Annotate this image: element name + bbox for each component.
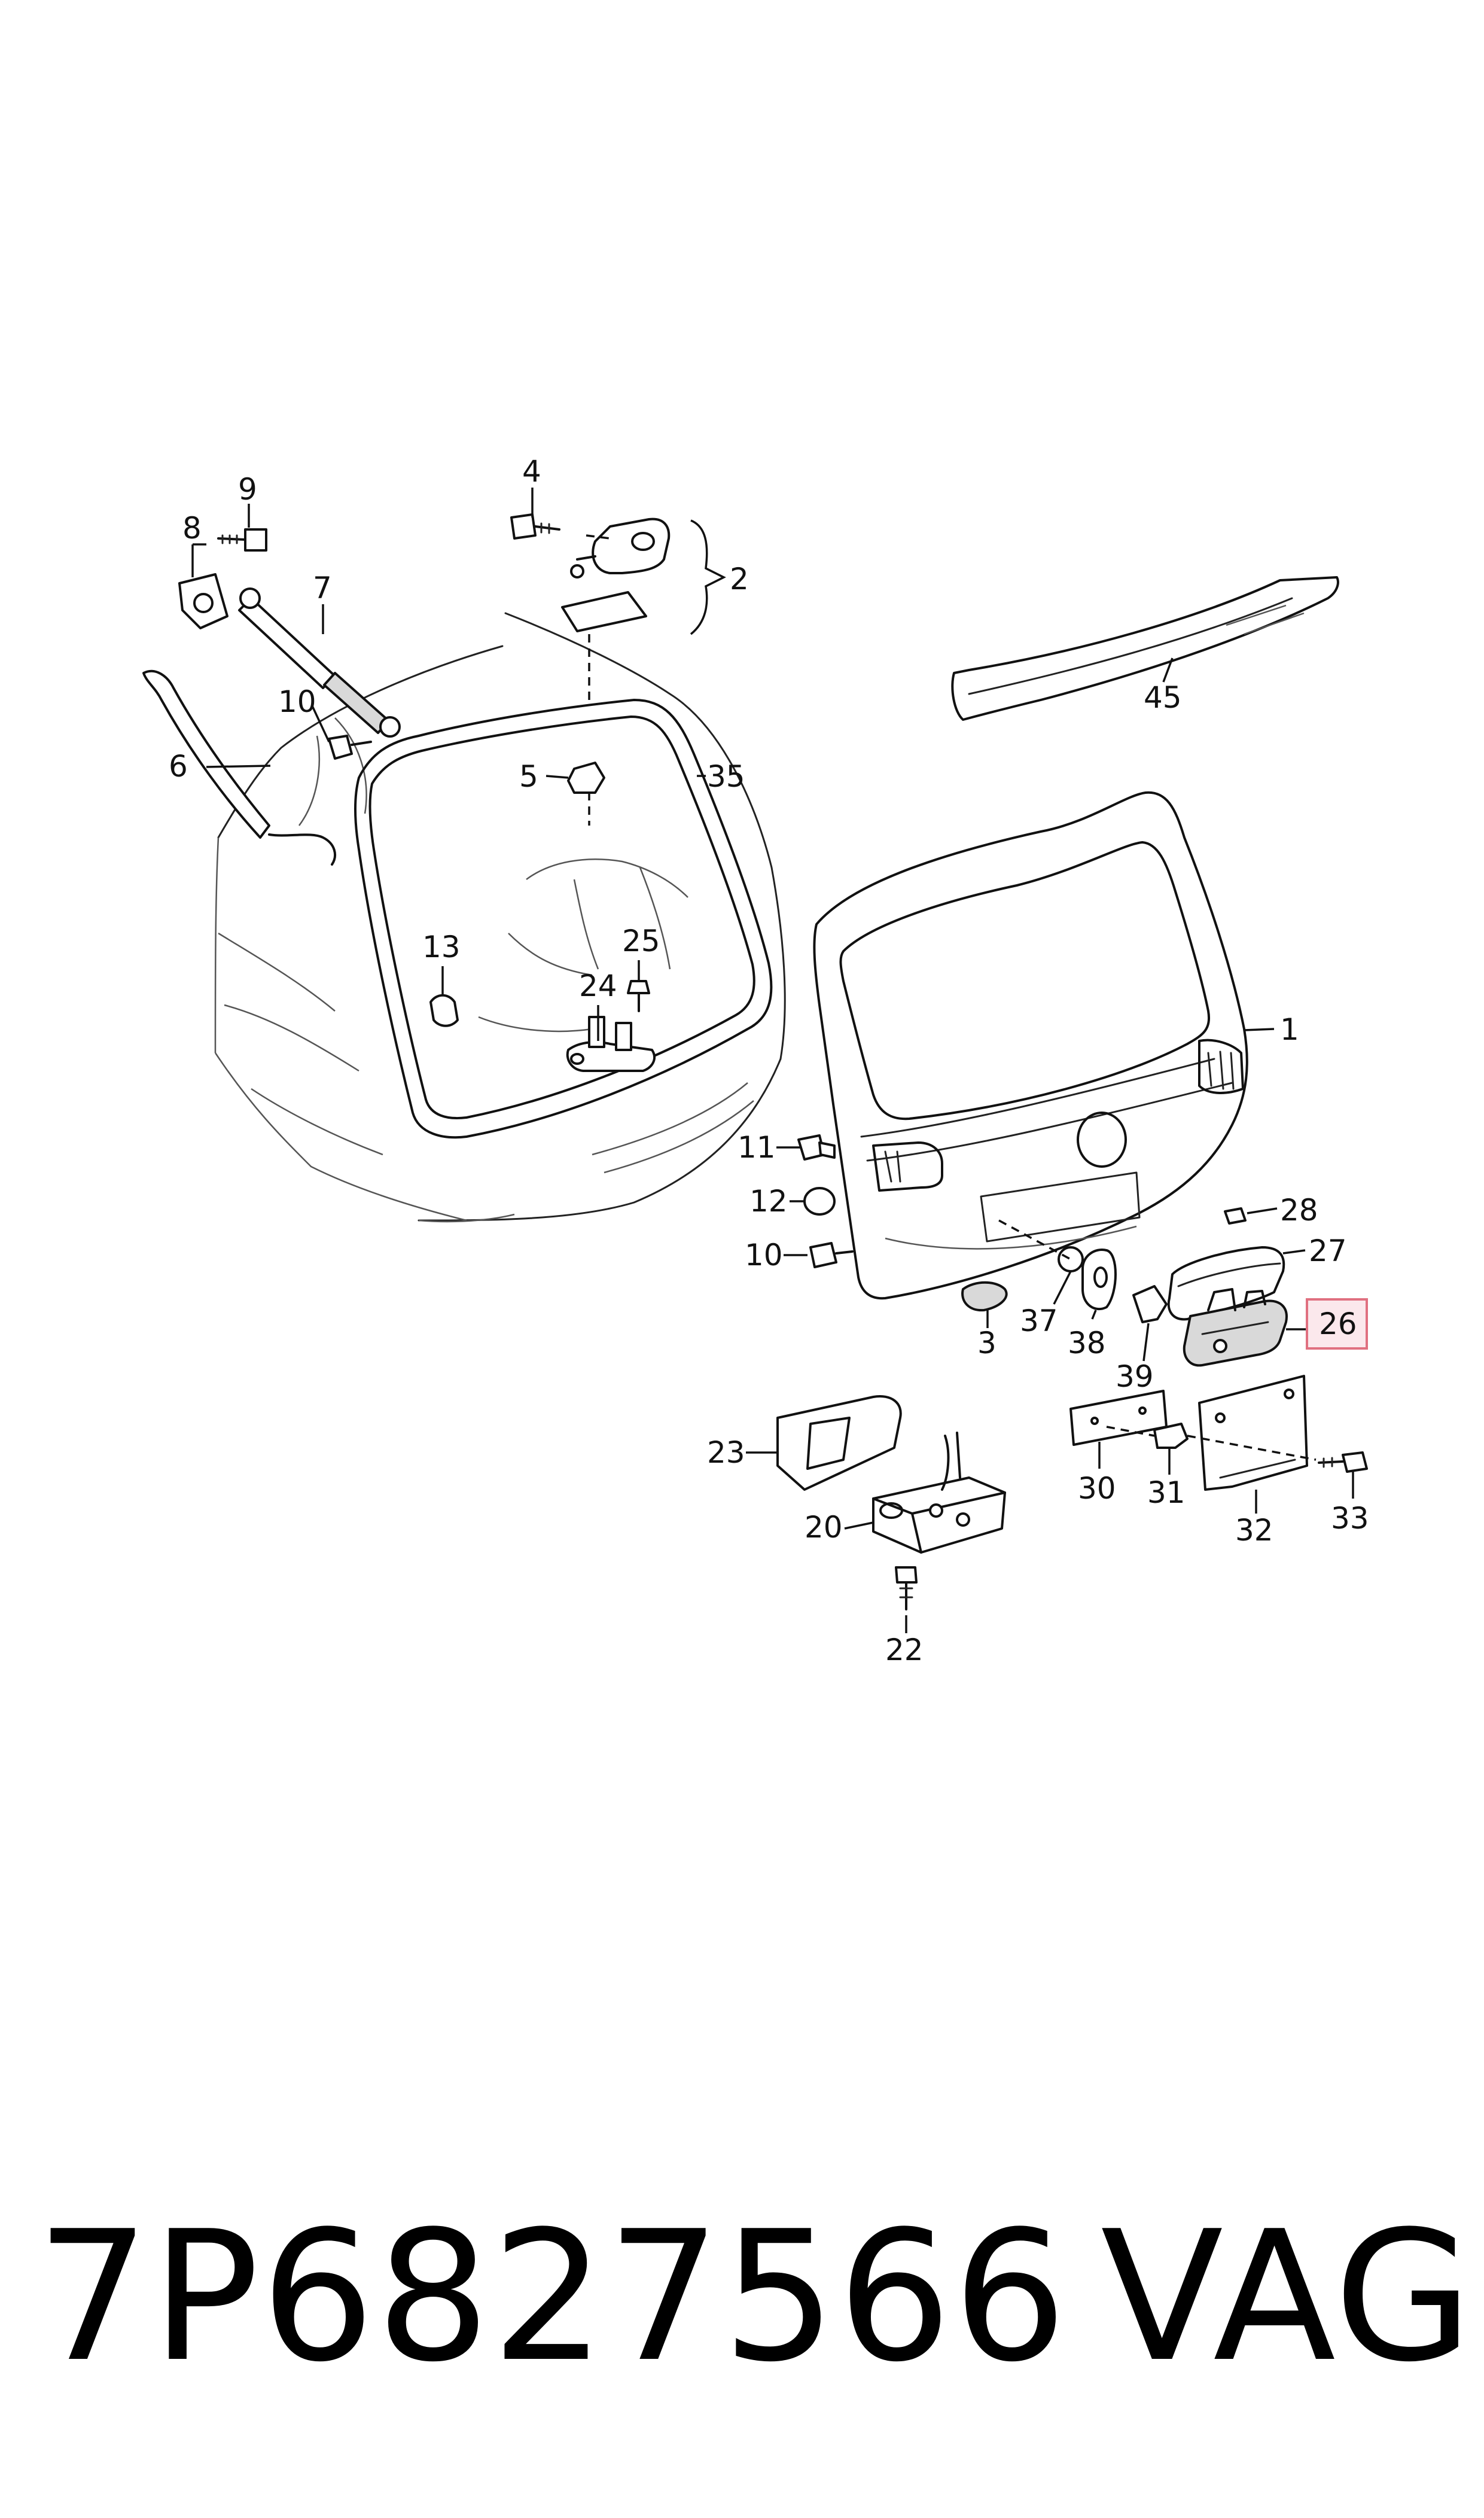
leader-lines (191, 488, 1354, 1633)
callout-20: 20 (805, 1510, 843, 1545)
strut-bracket (178, 528, 267, 629)
car-body (214, 612, 786, 1223)
small-parts-aperture (328, 735, 605, 1027)
callout-35: 35 (707, 759, 745, 794)
tailgate (813, 791, 1248, 1300)
callout-12: 12 (749, 1184, 788, 1219)
tailgate-hinge (510, 513, 671, 826)
callout-3: 3 (977, 1326, 997, 1360)
callout-13: 13 (422, 930, 461, 964)
gas-strut (238, 587, 401, 738)
release-cable (142, 669, 336, 866)
handle-cover (1167, 1207, 1285, 1321)
callout-26: 26 (1319, 1307, 1357, 1341)
callout-23: 23 (707, 1435, 745, 1470)
callouts: 9 8 7 6 10 4 2 5 35 45 13 25 24 1 11 12 … (169, 454, 1369, 1667)
tailgate-seal (354, 699, 773, 1139)
callout-10-bottom: 10 (745, 1238, 783, 1272)
part-number: 7P6827566 (36, 2193, 1068, 2401)
lock-assembly (776, 1395, 1006, 1610)
callout-30: 30 (1078, 1471, 1116, 1506)
tailgate-handle-camera (1183, 1288, 1288, 1367)
callout-37: 37 (1020, 1304, 1058, 1338)
callout-26-highlight (1306, 1298, 1368, 1350)
callout-10-top: 10 (278, 684, 316, 719)
callout-4: 4 (522, 454, 541, 489)
callout-5: 5 (519, 759, 538, 794)
callout-2-bracket (690, 519, 726, 635)
callout-6: 6 (169, 749, 188, 784)
callout-38: 38 (1068, 1326, 1106, 1360)
callout-8: 8 (182, 511, 202, 546)
callout-22: 22 (885, 1633, 924, 1667)
callout-39: 39 (1116, 1359, 1154, 1394)
callout-25: 25 (622, 924, 660, 958)
callout-27: 27 (1309, 1234, 1347, 1268)
callout-45: 45 (1144, 680, 1182, 715)
callout-24: 24 (579, 969, 617, 1003)
callout-32: 32 (1235, 1513, 1273, 1548)
plate-parts (1069, 1375, 1368, 1491)
callout-2: 2 (730, 562, 749, 596)
trunk-interior (478, 858, 688, 1033)
lower-centre-parts (961, 1219, 1168, 1323)
lock-striker (566, 980, 656, 1072)
left-small-parts (797, 1134, 854, 1268)
callout-28: 28 (1280, 1193, 1318, 1228)
callout-31: 31 (1147, 1475, 1186, 1510)
brand-name: VAG (1101, 2193, 1474, 2401)
callout-7: 7 (313, 571, 332, 605)
callout-1: 1 (1280, 1012, 1299, 1047)
callout-33: 33 (1331, 1501, 1369, 1536)
callout-9: 9 (238, 472, 257, 507)
callout-11: 11 (738, 1130, 776, 1165)
spoiler (951, 576, 1339, 721)
